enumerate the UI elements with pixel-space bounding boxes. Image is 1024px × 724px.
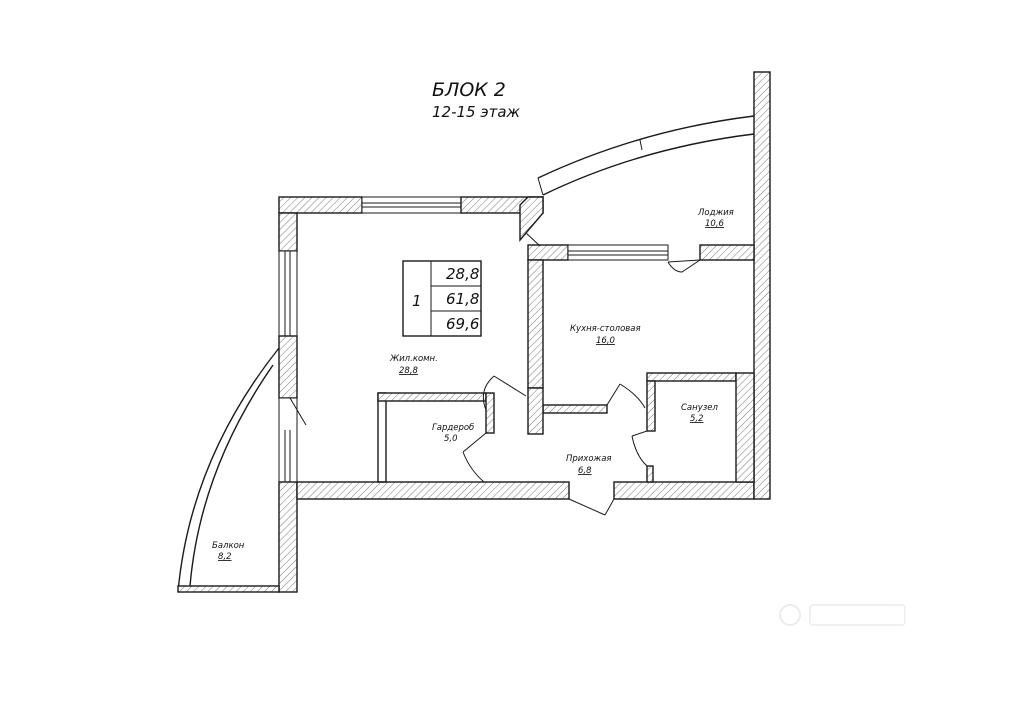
room-name-kitchen: Кухня-столовая bbox=[570, 324, 641, 334]
block-title: БЛОК 2 bbox=[432, 79, 506, 101]
room-name-wardrobe: Гардероб bbox=[432, 423, 474, 433]
room-name-hall: Прихожая bbox=[566, 454, 612, 464]
room-area-balcony: 8,2 bbox=[218, 552, 232, 562]
loggia-outline bbox=[537, 115, 755, 196]
room-name-loggia: Лоджия bbox=[697, 208, 734, 218]
total-area-value: 69,6 bbox=[446, 315, 479, 333]
rooms-count: 1 bbox=[412, 292, 422, 310]
room-area-wardrobe: 5,0 bbox=[444, 434, 458, 444]
balcony-outline bbox=[177, 347, 280, 593]
floors-subtitle: 12-15 этаж bbox=[432, 103, 521, 121]
living-area-value: 28,8 bbox=[446, 265, 479, 283]
kitchen-total-value: 61,8 bbox=[446, 290, 479, 308]
doors bbox=[462, 232, 701, 516]
window-kitchen bbox=[567, 244, 669, 261]
area-table: 1 28,8 61,8 69,6 bbox=[402, 260, 482, 337]
room-labels: Лоджия 10,6 Кухня-столовая 16,0 Жил.комн… bbox=[212, 208, 734, 562]
room-area-loggia: 10,6 bbox=[705, 219, 725, 229]
room-name-living: Жил.комн. bbox=[389, 354, 438, 364]
room-area-bathroom: 5,2 bbox=[690, 414, 704, 424]
room-name-bathroom: Санузел bbox=[681, 403, 718, 413]
room-area-hall: 6,8 bbox=[578, 466, 592, 476]
window-top-living bbox=[361, 196, 462, 214]
window-left-living bbox=[278, 250, 298, 337]
walls bbox=[278, 71, 771, 593]
room-name-balcony: Балкон bbox=[212, 541, 245, 551]
room-area-kitchen: 16,0 bbox=[596, 336, 615, 346]
watermark bbox=[779, 604, 906, 626]
room-area-living: 28,8 bbox=[399, 366, 419, 376]
